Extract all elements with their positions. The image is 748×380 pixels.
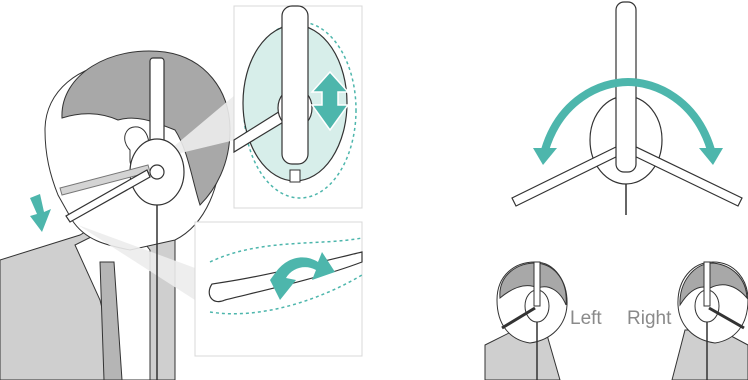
right-wear: Right xyxy=(627,262,748,380)
earcup-height-detail xyxy=(234,6,362,208)
right-label: Right xyxy=(627,308,672,329)
headband-detail xyxy=(282,6,308,164)
left-wear: Left xyxy=(485,262,602,380)
boom-rotation xyxy=(512,2,742,215)
right-headband xyxy=(704,262,710,306)
rotation-arrowhead-left xyxy=(533,148,557,165)
down-arrow-boom-lower xyxy=(30,194,51,232)
cable-plug-detail xyxy=(290,170,300,182)
boom-flex-detail xyxy=(195,222,362,356)
rotation-arrowhead-right xyxy=(699,148,723,165)
left-headband xyxy=(534,262,540,306)
left-label: Left xyxy=(570,308,602,329)
rotation-headband xyxy=(616,2,636,172)
earcup-hub xyxy=(150,165,164,179)
